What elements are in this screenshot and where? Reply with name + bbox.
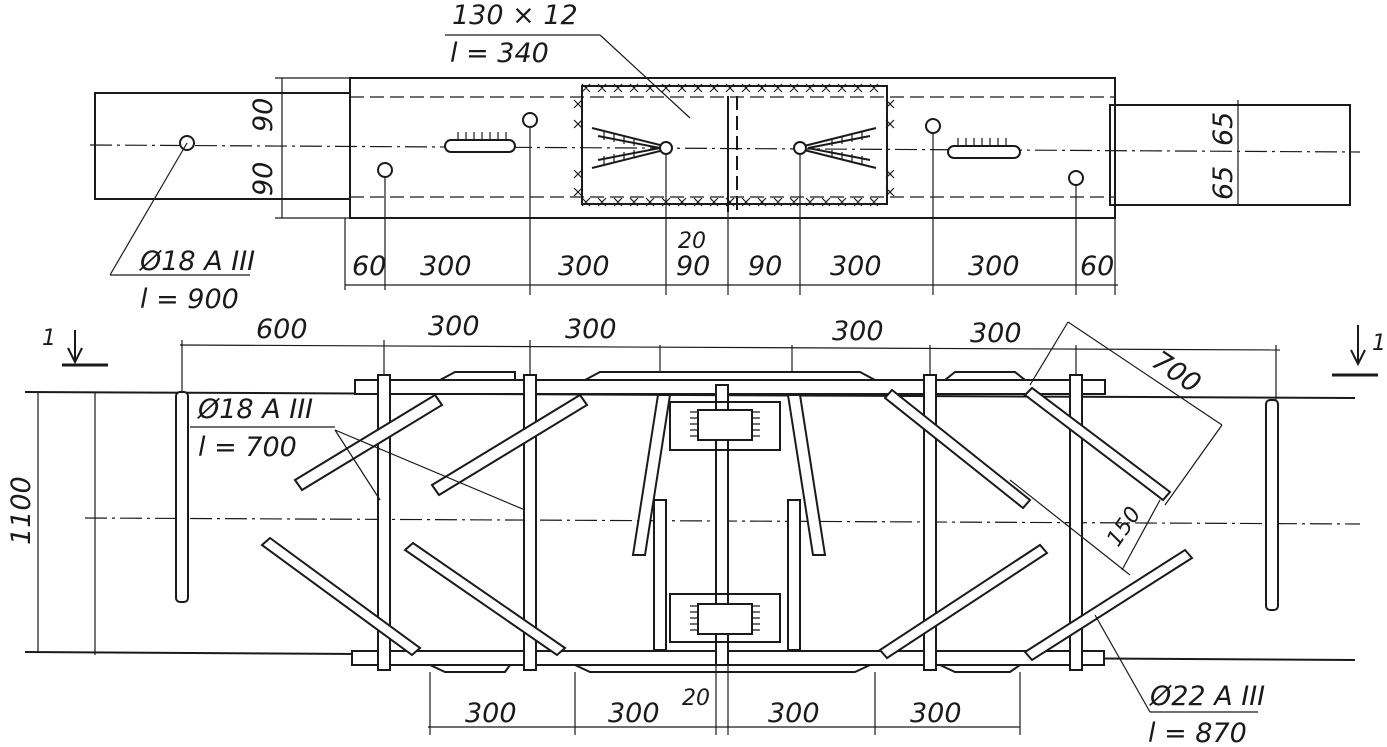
elev-height-label: 1100 — [6, 476, 37, 545]
elev-diag-label-150: 150 — [1102, 503, 1146, 552]
elev-bottom-splice-plates — [429, 664, 1021, 673]
elev-bar2-label: Ø22 A III — [1149, 681, 1265, 712]
elev-bar-leader-1 — [334, 429, 381, 501]
elev-section-mark-right: 1 — [1372, 331, 1386, 356]
elev-bar-leader-2 — [334, 429, 526, 511]
elev-diag-left-2 — [430, 393, 589, 497]
plan-splice-plate — [581, 85, 888, 205]
elev-inner-bar-4 — [787, 499, 801, 651]
plan-weld-hatch-bottom — [581, 197, 879, 207]
elev-top-splice-plates — [439, 371, 1026, 381]
elev-diag-dim-700-ext2 — [1164, 424, 1223, 506]
plan-axis — [89, 144, 1361, 153]
elev-inner-bar-2 — [786, 394, 827, 556]
plan-bar-leader — [109, 142, 188, 276]
plan-short-bar-left — [444, 139, 516, 153]
plan-bar-dot-4 — [925, 118, 941, 134]
plan-dim-left-upper: 90 — [248, 98, 279, 132]
elev-coupler-welds — [690, 411, 760, 631]
plan-bar-dot-2 — [377, 162, 393, 178]
elev-coupler-bottom — [669, 593, 781, 643]
elev-diag-right-1 — [883, 388, 1032, 510]
elev-bar2-length: l = 870 — [1148, 718, 1247, 747]
plan-bent-weld-right — [831, 132, 863, 164]
elev-bottom-dim-300-a: 300 — [465, 698, 517, 729]
plan-dim-60-right: 60 — [1080, 251, 1114, 282]
elev-bottom-dim-300-b: 300 — [608, 698, 660, 729]
plan-bar-label: Ø18 A III — [139, 246, 255, 277]
elev-dim-600: 600 — [256, 314, 308, 345]
elev-dim-300-d: 300 — [970, 318, 1022, 349]
plan-short-bar-right — [947, 145, 1021, 159]
elev-diag-dim-700-ext1 — [1029, 321, 1069, 386]
elev-bottom-dim-20: 20 — [682, 686, 710, 711]
plan-weld-hatch-top — [581, 83, 879, 93]
elev-bar2-leader — [1094, 614, 1151, 713]
plan-dim-20: 20 — [678, 229, 706, 254]
elevation-view: 1 1 1100 600 300 300 300 300 700 150 — [6, 311, 1386, 747]
elev-end-bar-left — [175, 391, 189, 603]
elev-bottom-dim-300-d: 300 — [910, 698, 962, 729]
plan-bar-end-right — [793, 141, 807, 155]
plan-bar-end-left — [659, 141, 673, 155]
plan-dim-300-b: 300 — [558, 251, 610, 282]
elev-diag-dim-150 — [1121, 499, 1161, 571]
plan-short-bar-weld-left — [457, 132, 507, 140]
elev-diag-left-3 — [260, 536, 422, 657]
elev-top-dim-line — [179, 344, 1281, 351]
elev-diag-left-1 — [293, 393, 444, 492]
plan-dim-60-left: 60 — [352, 251, 386, 282]
plan-dim-300-c: 300 — [830, 251, 882, 282]
plan-dim-right-upper: 65 — [1208, 112, 1239, 146]
elev-coupler-top-inner — [697, 409, 753, 441]
elev-bottom-dim-300-c: 300 — [768, 698, 820, 729]
elev-dim-300-c: 300 — [832, 316, 884, 347]
elev-diag-right-4 — [1023, 548, 1194, 662]
elev-diag-label-700: 700 — [1146, 345, 1206, 400]
elev-coupler-top — [669, 401, 781, 451]
plan-weld-hatch-sides — [573, 99, 895, 197]
elev-diag-right-2 — [1023, 386, 1172, 502]
plan-bar-length: l = 900 — [140, 284, 239, 315]
plan-bent-weld-left — [603, 132, 635, 164]
plan-view: 90 90 65 65 130 × 12 l = 340 Ø18 A III l… — [89, 0, 1361, 315]
plan-bent-bar-right — [795, 127, 877, 169]
plan-bar-dot-3 — [522, 112, 538, 128]
elev-coupler-bottom-inner — [697, 603, 753, 635]
plan-dim-left-lower: 90 — [248, 162, 279, 196]
plan-beam — [349, 77, 1116, 219]
elev-diag-dim-700 — [1067, 321, 1223, 426]
plan-dim-300-a: 300 — [420, 251, 472, 282]
plan-right-bar — [1109, 104, 1351, 206]
elev-dim-300-a: 300 — [428, 311, 480, 342]
elev-top-bar — [354, 379, 1106, 395]
elev-section-arrow-left-head — [67, 347, 83, 365]
elev-bar-label: Ø18 A III — [197, 394, 313, 425]
elev-diag-dim-150-ext — [1009, 479, 1131, 576]
plan-plate-length: l = 340 — [450, 38, 549, 69]
plan-short-bar-weld-right — [957, 138, 1007, 146]
elev-dim-300-b: 300 — [565, 314, 617, 345]
plan-dim-90-left: 90 — [676, 251, 710, 282]
plan-plate-leader — [599, 34, 691, 119]
elev-diag-right-3 — [878, 543, 1049, 660]
elev-bar-length: l = 700 — [198, 432, 297, 463]
elev-diag-left-4 — [403, 541, 567, 657]
elev-inner-bar-1 — [631, 394, 672, 556]
plan-dim-right-lower: 65 — [1208, 166, 1239, 200]
plan-plate-label: 130 × 12 — [452, 0, 578, 31]
plan-dim-90-right: 90 — [748, 251, 782, 282]
elev-inner-bar-3 — [653, 499, 667, 651]
elev-section-mark-left: 1 — [42, 326, 56, 351]
plan-bar-dot-5 — [1068, 170, 1084, 186]
plan-dim-300-d: 300 — [968, 251, 1020, 282]
elev-end-bar-right — [1265, 399, 1279, 611]
elev-section-arrow-right-head — [1350, 349, 1366, 367]
